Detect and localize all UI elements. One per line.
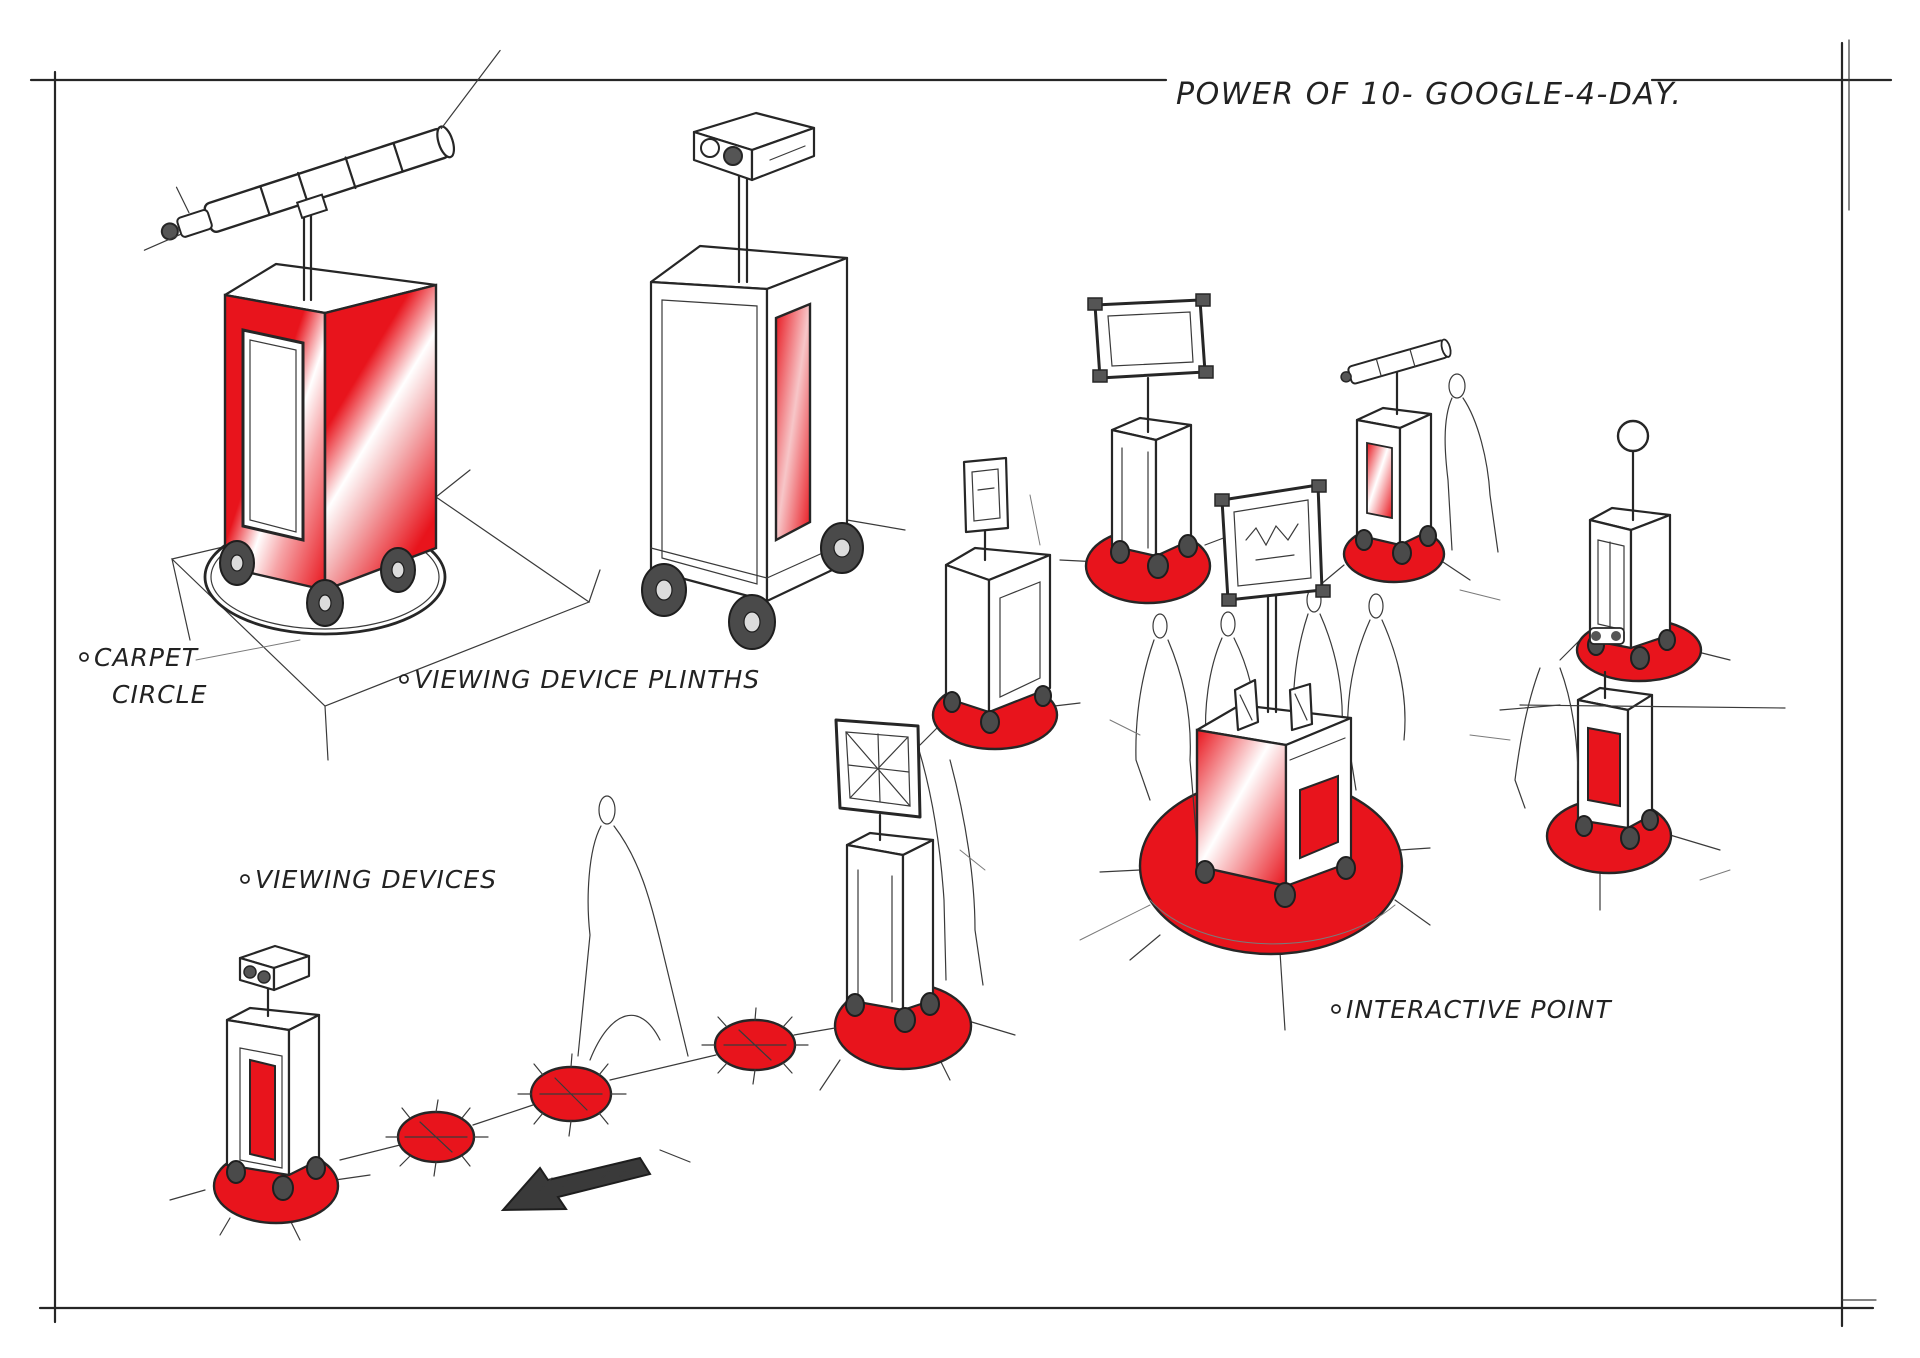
plinth-front-face	[649, 280, 769, 603]
screen-plinth	[1059, 293, 1251, 605]
construction-lines	[959, 494, 1731, 941]
person-figure	[577, 795, 689, 1061]
bullet	[399, 674, 409, 684]
telescope-icon	[143, 49, 501, 251]
sign-plinth	[919, 456, 1081, 751]
sign-board-icon	[1214, 479, 1331, 607]
carpet-circle	[385, 1099, 489, 1177]
bullet	[79, 652, 89, 662]
label-carpet-line1: CARPET	[94, 643, 199, 672]
sign-board-icon	[962, 456, 1010, 534]
label-interactive-point: INTERACTIVE POINT	[1331, 995, 1612, 1024]
bullet	[1331, 1004, 1341, 1014]
telescope-icon	[1340, 338, 1452, 385]
label-carpet-line2: CIRCLE	[112, 680, 207, 709]
red-window-panel	[1366, 441, 1393, 520]
tablet-icon	[1233, 678, 1314, 732]
direction-arrow-icon	[500, 1149, 691, 1212]
label-interactive-point-text: INTERACTIVE POINT	[1346, 995, 1612, 1024]
red-telescope-plinth	[143, 49, 601, 761]
interactive-point	[1099, 479, 1431, 1031]
red-window-panel	[249, 1058, 276, 1162]
monitor-icon	[1087, 293, 1214, 383]
screen-viewer-plinth	[819, 718, 1016, 1091]
plinth-side-face	[323, 283, 438, 592]
bottom-viewer-plinth	[169, 944, 371, 1241]
label-viewing-devices-text: VIEWING DEVICES	[255, 865, 497, 894]
carpet-circle	[517, 1053, 627, 1137]
label-viewing-device-plinths-text: VIEWING DEVICE PLINTHS	[414, 665, 760, 694]
person-figure	[1444, 373, 1499, 553]
red-panel-plinth	[1499, 667, 1786, 911]
white-viewer-plinth	[641, 111, 906, 650]
bullet	[240, 874, 250, 884]
person-figure	[1135, 613, 1201, 881]
red-window-panel	[774, 302, 812, 542]
lens-icon	[1616, 419, 1650, 453]
sheet-title: POWER OF 10- GOOGLE-4-DAY.	[1176, 77, 1682, 112]
person-figure	[1347, 593, 1406, 791]
carpet-circle	[701, 1007, 809, 1085]
label-carpet-circle: CARPET CIRCLE	[79, 643, 207, 709]
label-viewing-devices: VIEWING DEVICES	[240, 865, 497, 894]
small-telescope-plinth	[1319, 338, 1499, 586]
path-carpet-circles	[339, 1007, 836, 1177]
plinth-window	[241, 328, 305, 542]
monitor-icon	[834, 718, 922, 819]
binoculars-icon	[1589, 627, 1625, 645]
red-window-panel	[1299, 774, 1339, 860]
sheet-frame	[29, 39, 1893, 1328]
red-window-panel	[1587, 726, 1621, 808]
projector-icon	[692, 111, 816, 182]
lens-plinth	[1559, 419, 1731, 683]
person-figure	[1514, 667, 1786, 809]
label-viewing-device-plinths: VIEWING DEVICE PLINTHS	[399, 665, 760, 694]
projector-icon	[238, 944, 311, 992]
